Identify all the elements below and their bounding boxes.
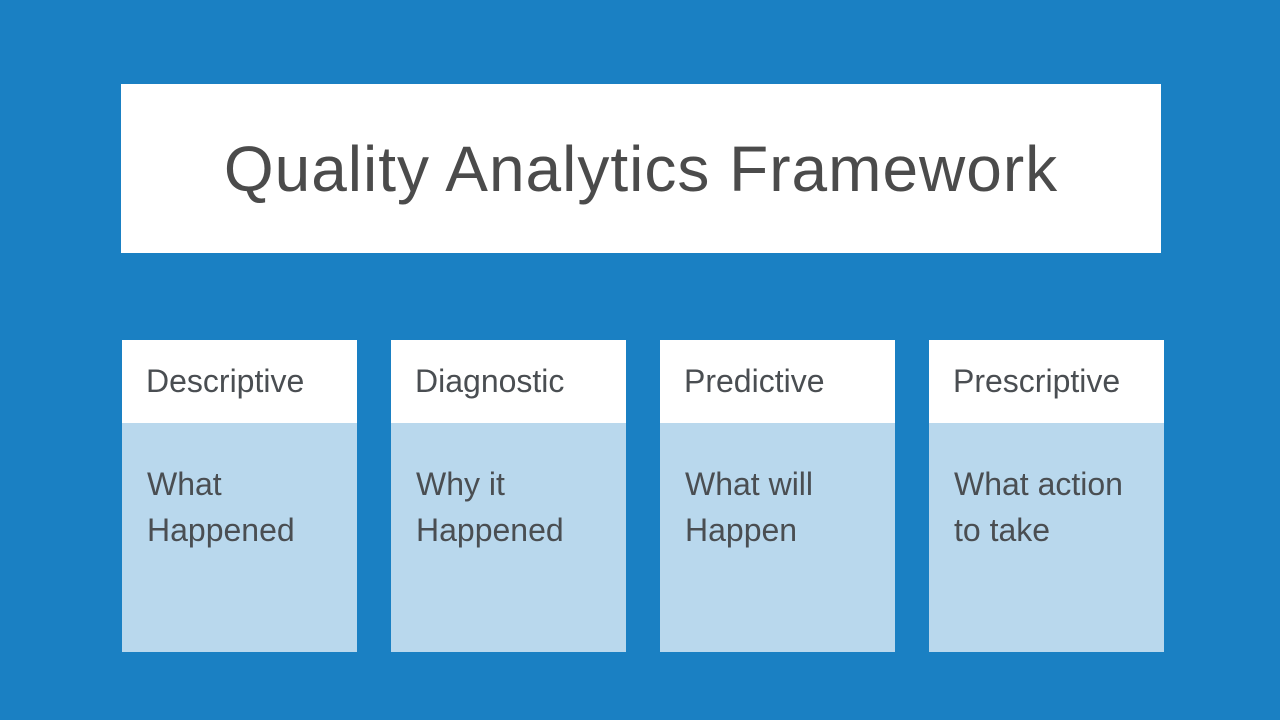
card-predictive: Predictive What will Happen [660, 340, 895, 652]
card-body-text: What will Happen [685, 466, 814, 548]
analytics-cards-row: Descriptive What Happened Diagnostic Why… [122, 340, 1164, 652]
card-body-text: What Happened [147, 466, 295, 548]
card-header-label: Diagnostic [415, 363, 565, 399]
card-body-text: Why it Happened [416, 466, 564, 548]
card-header: Predictive [660, 340, 895, 423]
card-header: Diagnostic [391, 340, 626, 423]
card-header: Prescriptive [929, 340, 1164, 423]
card-header-label: Prescriptive [953, 363, 1121, 399]
card-body: Why it Happened [391, 423, 626, 652]
card-body: What will Happen [660, 423, 895, 652]
title-banner: Quality Analytics Framework [121, 84, 1161, 253]
card-body: What action to take [929, 423, 1164, 652]
card-prescriptive: Prescriptive What action to take [929, 340, 1164, 652]
card-diagnostic: Diagnostic Why it Happened [391, 340, 626, 652]
card-body: What Happened [122, 423, 357, 652]
card-body-text: What action to take [954, 466, 1123, 548]
slide-title: Quality Analytics Framework [223, 132, 1059, 205]
card-header: Descriptive [122, 340, 357, 423]
card-header-label: Predictive [684, 363, 825, 399]
card-header-label: Descriptive [146, 363, 305, 399]
card-descriptive: Descriptive What Happened [122, 340, 357, 652]
